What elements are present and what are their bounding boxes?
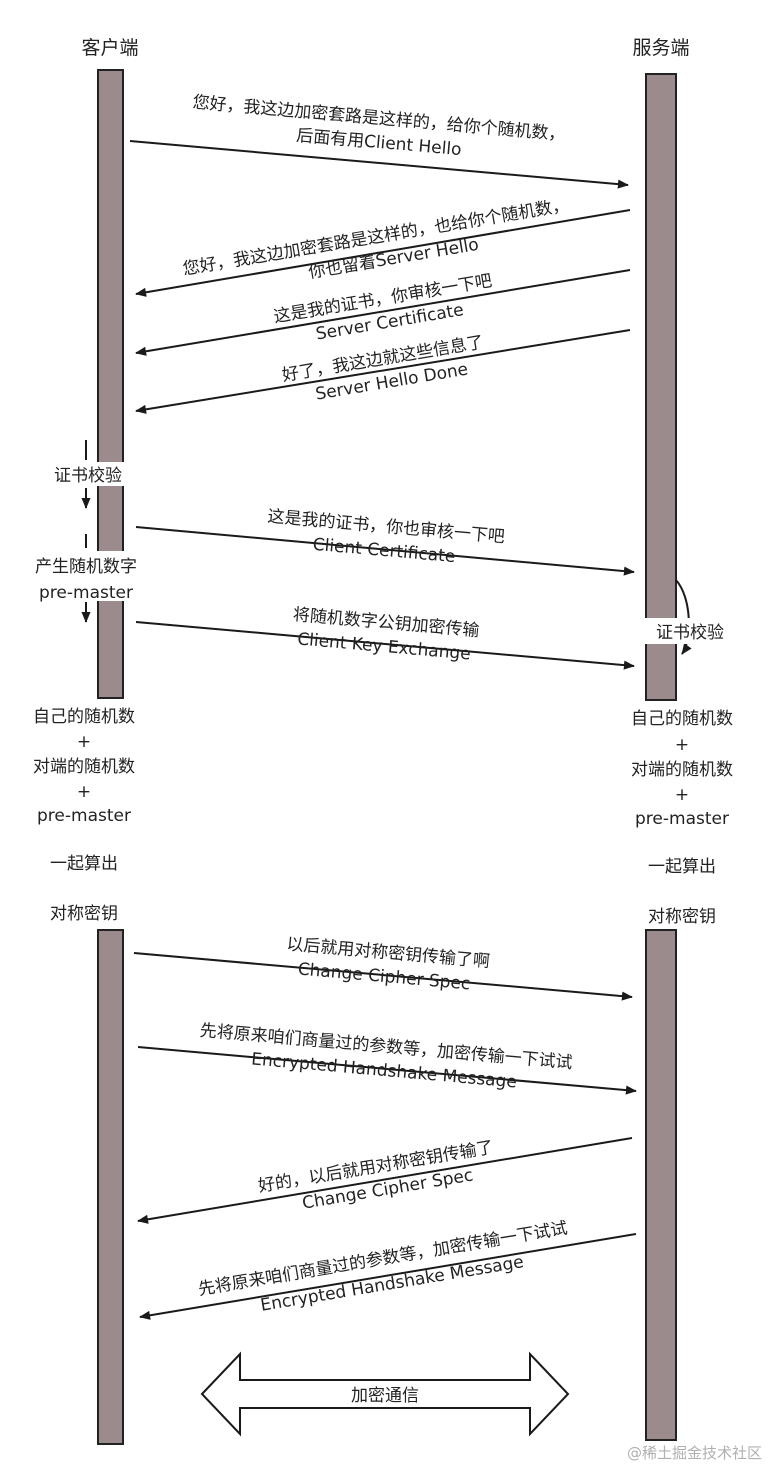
client-pre-master: pre-master xyxy=(37,806,131,826)
message-server-hello: 您好，我这边加密套路是这样的，也给你个随机数， 你也留着Server Hello xyxy=(181,195,570,283)
client-key-derivation: 自己的随机数 + 对端的随机数 + pre-master 一起算出 对称密钥 xyxy=(33,707,135,924)
arrow-server-certificate xyxy=(135,269,631,356)
message-client-key-exchange: 将随机数字公钥加密传输 Client Key Exchange xyxy=(292,605,480,665)
client-generate-bg xyxy=(20,551,152,601)
server-symmetric-key: 对称密钥 xyxy=(648,907,716,927)
arrow-client-hello xyxy=(129,140,629,189)
message-client-certificate: 这是我的证书，你也审核一下吧 Client Certificate xyxy=(267,507,506,567)
client-verify-label: 证书校验 xyxy=(54,466,122,486)
server-own-random: 自己的随机数 xyxy=(631,709,733,729)
server-compute: 一起算出 xyxy=(648,857,716,877)
message-client-hello: 您好，我这边加密套路是这样的，给你个随机数， 后面有用Client Hello xyxy=(192,93,566,161)
encrypted-comm-label: 加密通信 xyxy=(351,1386,419,1406)
client-lifeline-upper xyxy=(97,69,124,699)
arrow-client-certificate xyxy=(135,526,635,576)
arrow-change-cipher-spec-client xyxy=(133,952,633,1001)
client-peer-random: 对端的随机数 xyxy=(33,757,135,777)
client-symmetric-key: 对称密钥 xyxy=(50,904,118,924)
client-plus-2: + xyxy=(77,782,91,802)
server-verify-label: 证书校验 xyxy=(656,623,724,643)
server-lifeline-lower xyxy=(645,929,677,1441)
client-actor-label: 客户端 xyxy=(81,37,138,59)
arrow-server-hello-done xyxy=(135,329,631,414)
server-pre-master: pre-master xyxy=(635,809,729,829)
arrow-encrypted-handshake-client xyxy=(137,1046,637,1095)
server-plus-1: + xyxy=(675,735,689,755)
watermark: @稀土掘金技术社区 xyxy=(627,1444,762,1462)
client-compute: 一起算出 xyxy=(50,854,118,874)
client-own-random: 自己的随机数 xyxy=(33,707,135,727)
arrow-change-cipher-spec-server xyxy=(137,1137,633,1224)
client-plus-1: + xyxy=(77,732,91,752)
arrow-server-hello xyxy=(135,209,631,297)
server-actor-label: 服务端 xyxy=(632,37,689,59)
client-verify-bg xyxy=(40,462,136,486)
message-encrypted-handshake-server: 先将原来咱们商量过的参数等，加密传输一下试试 Encrypted Handsha… xyxy=(197,1218,569,1315)
message-encrypted-handshake-client: 先将原来咱们商量过的参数等，加密传输一下试试 Encrypted Handsha… xyxy=(199,1021,573,1093)
arrow-client-key-exchange xyxy=(135,621,635,670)
server-plus-2: + xyxy=(675,785,689,805)
client-generate-subtext: pre-master xyxy=(39,583,133,603)
server-lifeline-upper xyxy=(645,73,677,701)
client-generate-label: 产生随机数字 xyxy=(35,557,137,577)
message-change-cipher-spec-server: 好的，以后就用对称密钥传输了 Change Cipher Spec xyxy=(257,1138,495,1214)
message-change-cipher-spec-client: 以后就用对称密钥传输了啊 Change Cipher Spec xyxy=(286,934,491,994)
encrypted-comm-double-arrow xyxy=(200,1351,570,1437)
arrow-encrypted-handshake-server xyxy=(139,1233,637,1320)
server-peer-random: 对端的随机数 xyxy=(631,760,733,780)
server-key-derivation: 自己的随机数 + 对端的随机数 + pre-master 一起算出 对称密钥 xyxy=(631,709,733,927)
server-verify-bg xyxy=(644,618,736,644)
client-lifeline-lower xyxy=(97,929,124,1445)
